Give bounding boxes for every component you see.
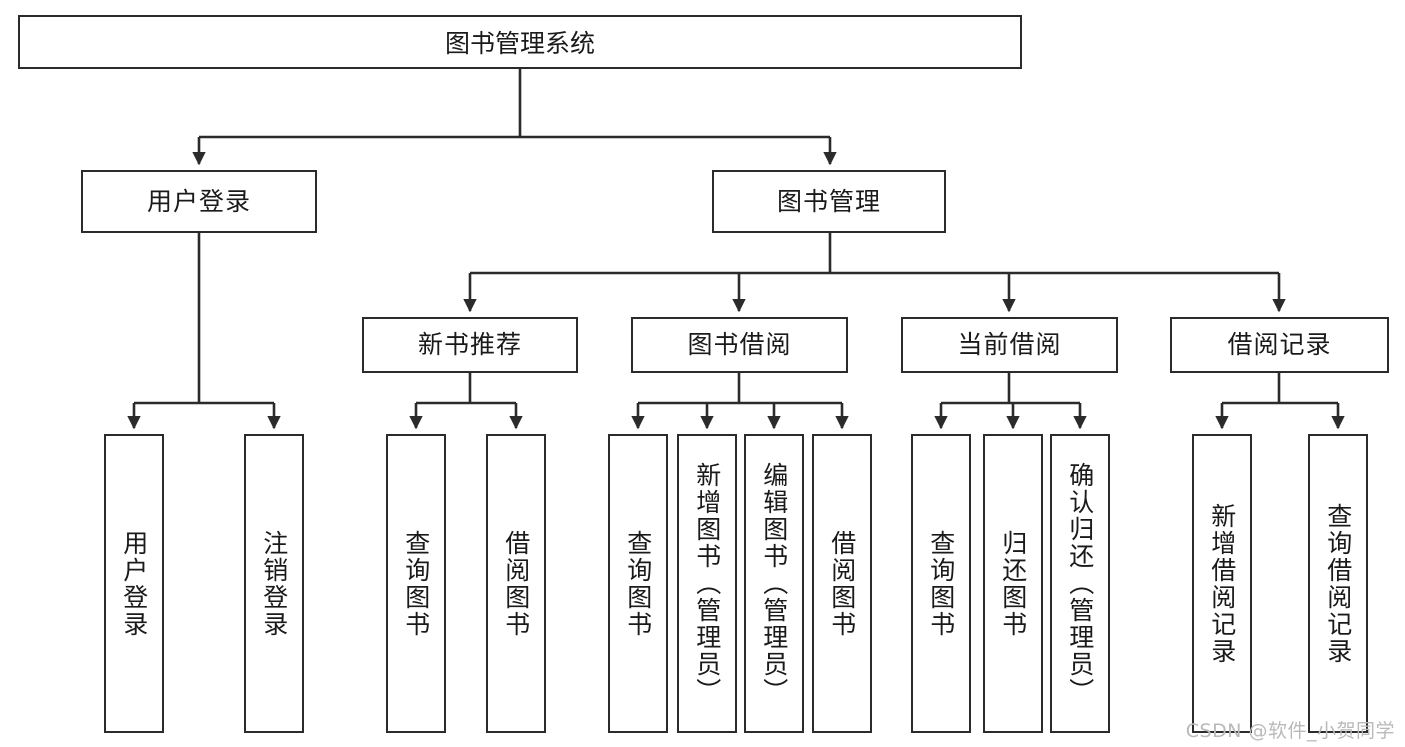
leaf-borrow-do-label: 借阅图书 [827, 529, 857, 638]
node-current-borrow[interactable]: 当前借阅 [901, 317, 1118, 373]
leaf-record-query-label: 查询借阅记录 [1323, 502, 1353, 665]
leaf-record-add-label: 新增借阅记录 [1207, 502, 1237, 665]
leaf-record-add[interactable]: 新增借阅记录 [1192, 434, 1252, 733]
leaf-borrow-query[interactable]: 查询图书 [608, 434, 668, 733]
node-root[interactable]: 图书管理系统 [18, 15, 1022, 69]
leaf-borrow-add-label: 新增图书（管理员） [692, 462, 722, 705]
leaf-user-login-label: 用户登录 [119, 529, 149, 638]
leaf-cur-confirm-label: 确认归还（管理员） [1065, 462, 1095, 705]
node-book-borrow[interactable]: 图书借阅 [631, 317, 848, 373]
leaf-borrow-edit-label: 编辑图书（管理员） [759, 462, 789, 705]
leaf-rec-borrow[interactable]: 借阅图书 [486, 434, 546, 733]
node-book-borrow-label: 图书借阅 [687, 330, 792, 359]
node-current-borrow-label: 当前借阅 [957, 330, 1062, 359]
leaf-cur-return-label: 归还图书 [998, 529, 1028, 638]
leaf-cur-return[interactable]: 归还图书 [983, 434, 1043, 733]
leaf-cur-query[interactable]: 查询图书 [911, 434, 971, 733]
leaf-borrow-query-label: 查询图书 [623, 529, 653, 638]
leaf-cur-confirm[interactable]: 确认归还（管理员） [1050, 434, 1110, 733]
node-book-manage-label: 图书管理 [776, 186, 881, 216]
leaf-user-logout[interactable]: 注销登录 [244, 434, 304, 733]
csdn-watermark: CSDN @软件_小贺同学 [1185, 720, 1395, 742]
leaf-rec-query-label: 查询图书 [401, 529, 431, 638]
leaf-rec-query[interactable]: 查询图书 [386, 434, 446, 733]
leaf-borrow-do[interactable]: 借阅图书 [812, 434, 872, 733]
leaf-borrow-edit[interactable]: 编辑图书（管理员） [744, 434, 804, 733]
node-new-book-rec-label: 新书推荐 [417, 330, 522, 359]
node-borrow-record[interactable]: 借阅记录 [1170, 317, 1389, 373]
leaf-rec-borrow-label: 借阅图书 [501, 529, 531, 638]
node-new-book-rec[interactable]: 新书推荐 [362, 317, 578, 373]
node-book-manage[interactable]: 图书管理 [712, 170, 946, 233]
leaf-user-login[interactable]: 用户登录 [104, 434, 164, 733]
node-borrow-record-label: 借阅记录 [1227, 330, 1332, 359]
leaf-cur-query-label: 查询图书 [926, 529, 956, 638]
node-user-login-label: 用户登录 [146, 186, 251, 216]
leaf-record-query[interactable]: 查询借阅记录 [1308, 434, 1368, 733]
node-user-login[interactable]: 用户登录 [81, 170, 317, 233]
node-root-label: 图书管理系统 [444, 29, 595, 58]
leaf-user-logout-label: 注销登录 [259, 529, 289, 638]
leaf-borrow-add[interactable]: 新增图书（管理员） [677, 434, 737, 733]
